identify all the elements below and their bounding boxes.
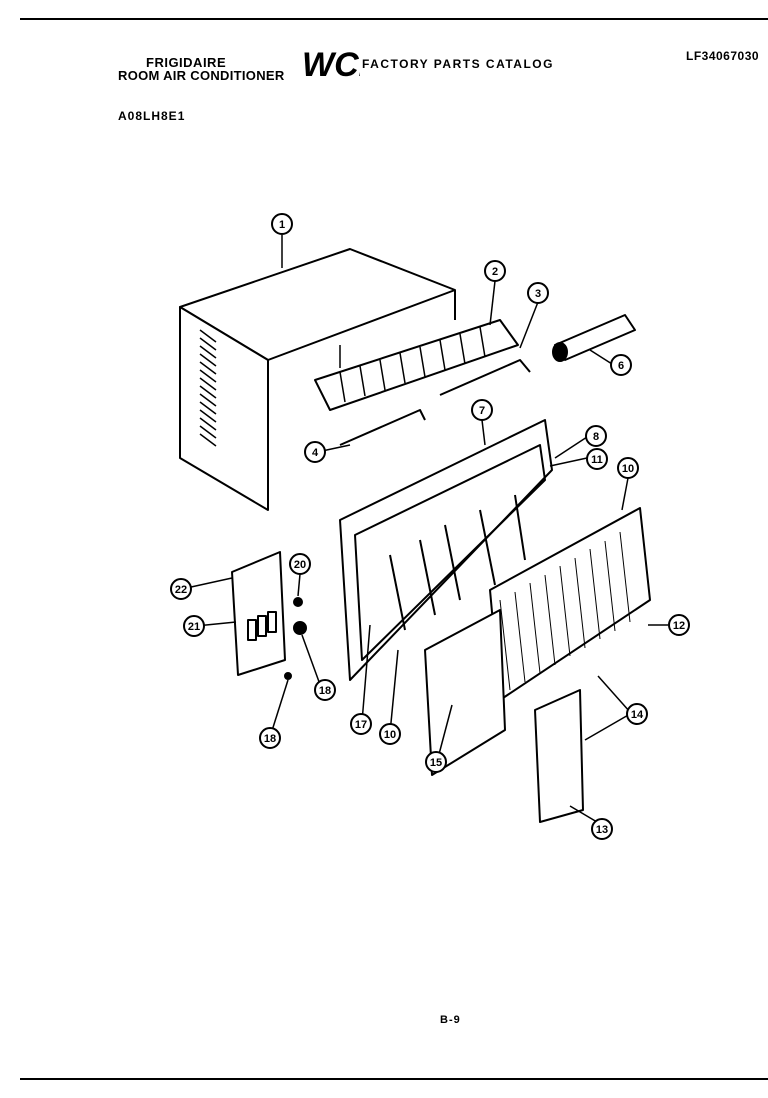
callout-label: 8 bbox=[593, 431, 599, 443]
callout-label: 17 bbox=[355, 719, 367, 731]
callout-12: 12 bbox=[668, 614, 690, 636]
screw-part bbox=[284, 672, 292, 680]
callout-6: 6 bbox=[610, 354, 632, 376]
callout-22: 22 bbox=[170, 578, 192, 600]
wci-logo-icon: WCI bbox=[302, 46, 360, 84]
brand-name: FRIGIDAIRE bbox=[146, 55, 227, 70]
callout-label: 11 bbox=[591, 454, 603, 466]
callout-label: 6 bbox=[618, 360, 624, 372]
callout-label: 7 bbox=[479, 405, 485, 417]
callout-20: 20 bbox=[289, 553, 311, 575]
callout-label: 2 bbox=[492, 266, 498, 278]
callout-10: 10 bbox=[379, 723, 401, 745]
callout-17: 17 bbox=[350, 713, 372, 735]
callout-3: 3 bbox=[527, 282, 549, 304]
callout-label: 18 bbox=[319, 685, 331, 697]
callout-label: 20 bbox=[294, 559, 306, 571]
callout-label: 18 bbox=[264, 733, 276, 745]
callout-label: 4 bbox=[312, 447, 319, 459]
control-board-part bbox=[231, 551, 286, 676]
callout-2: 2 bbox=[484, 260, 506, 282]
callout-label: 22 bbox=[175, 584, 187, 596]
callout-label: 10 bbox=[384, 729, 396, 741]
callout-4: 4 bbox=[304, 441, 326, 463]
callout-18: 18 bbox=[259, 727, 281, 749]
callout-15: 15 bbox=[425, 751, 447, 773]
callout-8: 8 bbox=[585, 425, 607, 447]
reference-number: LF34067030 bbox=[686, 49, 760, 63]
callout-18: 18 bbox=[314, 679, 336, 701]
access-door-part bbox=[534, 689, 584, 823]
callout-label: 14 bbox=[631, 709, 644, 721]
callout-13: 13 bbox=[591, 818, 613, 840]
cabinet-part bbox=[179, 248, 456, 511]
knob-part bbox=[293, 621, 307, 635]
louver-link-part bbox=[439, 359, 531, 396]
callout-label: 3 bbox=[535, 288, 541, 300]
catalog-title: FACTORY PARTS CATALOG bbox=[362, 57, 554, 71]
callout-10: 10 bbox=[617, 457, 639, 479]
callout-label: 15 bbox=[430, 757, 442, 769]
cylinder-part bbox=[552, 314, 636, 362]
callout-label: 21 bbox=[188, 621, 200, 633]
callout-label: 12 bbox=[673, 620, 685, 632]
callout-11: 11 bbox=[586, 448, 608, 470]
callout-21: 21 bbox=[183, 615, 205, 637]
louver-assembly bbox=[314, 319, 519, 411]
page-border bbox=[20, 18, 768, 1080]
callout-label: 10 bbox=[622, 463, 634, 475]
callout-14: 14 bbox=[626, 703, 648, 725]
filter-grille-part bbox=[489, 507, 651, 701]
callout-7: 7 bbox=[471, 399, 493, 421]
model-number: A08LH8E1 bbox=[118, 109, 186, 123]
product-name: ROOM AIR CONDITIONER bbox=[118, 68, 285, 83]
callout-label: 13 bbox=[596, 824, 608, 836]
callout-label: 1 bbox=[279, 219, 285, 231]
front-panel-part bbox=[339, 419, 553, 681]
page-number: B-9 bbox=[440, 1014, 461, 1026]
callout-1: 1 bbox=[271, 213, 293, 235]
logo-text: WCI bbox=[302, 46, 360, 84]
knob-part bbox=[293, 597, 303, 607]
louver-rod-part bbox=[339, 409, 426, 446]
